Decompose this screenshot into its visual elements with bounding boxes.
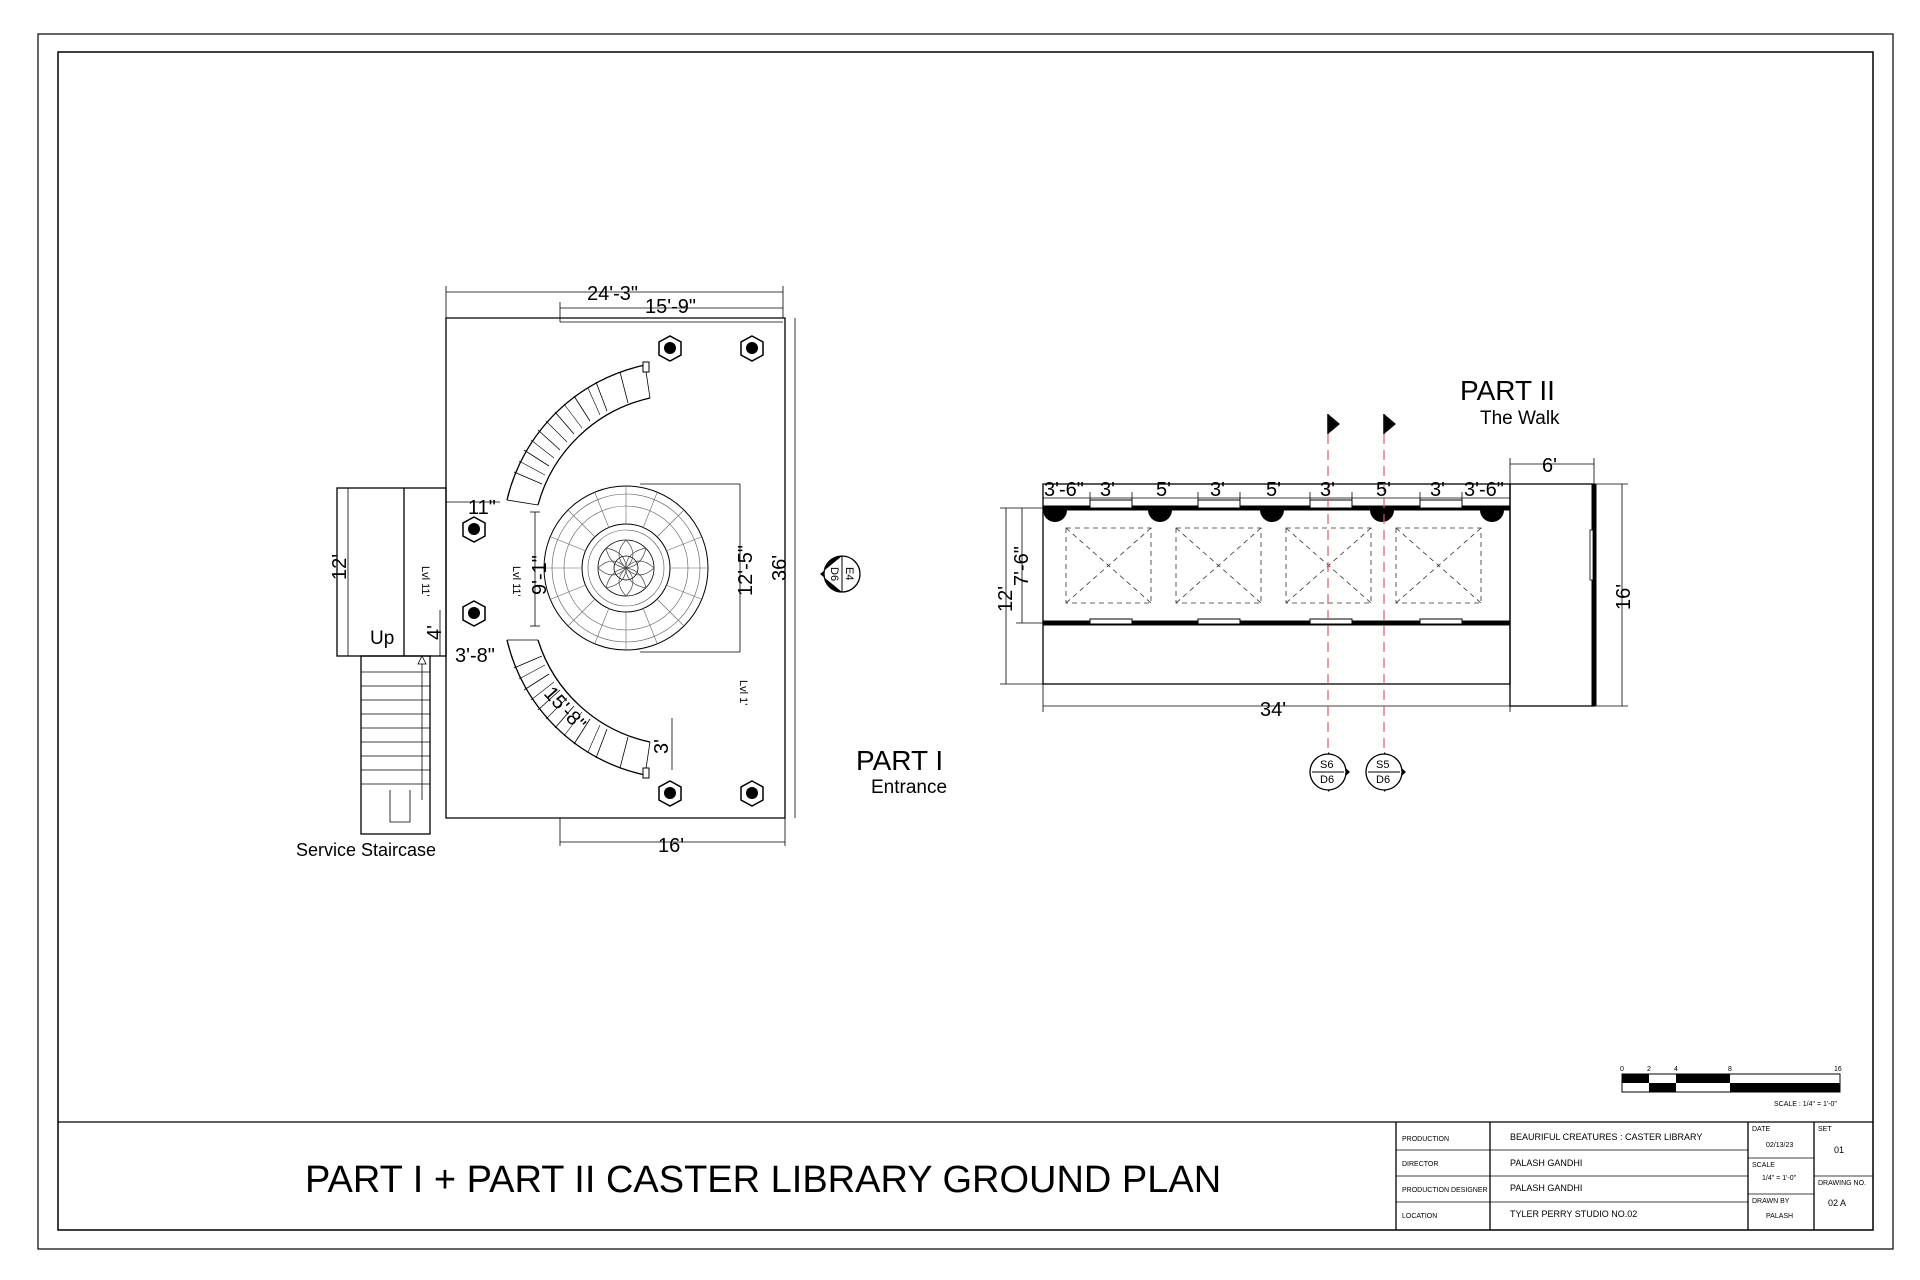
section-marker-label: S6: [1320, 759, 1333, 771]
p2-top-segment: 3': [1320, 479, 1335, 501]
column: [740, 780, 764, 807]
tb-designer-label: PRODUCTION DESIGNER: [1402, 1187, 1488, 1194]
rotunda: [543, 483, 741, 653]
p2-dim-side-outer: 12': [995, 586, 1017, 612]
p1-level-label: Lvl 11': [510, 566, 522, 597]
scale-bar: [1621, 1073, 1841, 1093]
section-marker-label: D6: [1320, 774, 1334, 786]
p1-level-label: Lvl 11': [419, 566, 431, 597]
tb-location: TYLER PERRY STUDIO NO.02: [1510, 1209, 1637, 1219]
p2-dim-bottom: 34': [1260, 699, 1286, 721]
p1-up-label: Up: [370, 628, 394, 649]
p1-dim-stair-gap: 4': [424, 625, 446, 640]
scale-tick: 16: [1834, 1066, 1842, 1073]
p1-dim-stair-offset: 3'-8": [455, 645, 495, 667]
p1-level-label: Lvl 1': [737, 680, 749, 705]
outer-border: [37, 33, 1894, 1250]
p2-top-segment: 3': [1100, 479, 1115, 501]
section-marker-s6: [1309, 752, 1350, 792]
service-staircase: [336, 487, 447, 835]
section-marker-s5: [1365, 752, 1406, 792]
tb-director: PALASH GANDHI: [1510, 1158, 1582, 1168]
p1-dim-opening: 9'-1": [529, 555, 551, 595]
p2-heading: PART II: [1460, 375, 1555, 406]
scale-tick: 0: [1620, 1066, 1624, 1073]
section-marker-e4: [820, 555, 861, 593]
tb-director-label: DIRECTOR: [1402, 1161, 1438, 1168]
p1-dim-top-total: 24'-3": [587, 283, 638, 305]
p2-dim-side-inner: 7'-6": [1011, 546, 1033, 586]
tb-production-label: PRODUCTION: [1402, 1136, 1449, 1143]
scale-tick: 8: [1728, 1066, 1732, 1073]
inner-border: [57, 51, 1874, 1231]
tb-drawn-by-label: DRAWN BY: [1752, 1198, 1790, 1205]
grand-staircase-bottom: [506, 639, 651, 779]
section-marker-label: S5: [1376, 759, 1389, 771]
p1-dim-top-inner: 15'-9": [645, 296, 696, 318]
tb-set: 01: [1834, 1145, 1844, 1155]
column: [658, 780, 682, 807]
p1-dim-stair-height: 12': [329, 554, 351, 580]
section-marker-label: D6: [1376, 774, 1390, 786]
scale-label: SCALE : 1/4" = 1'-0": [1774, 1101, 1837, 1108]
p1-dim-right-height: 36': [769, 555, 791, 581]
part1-plan: [336, 286, 861, 846]
p2-top-segment: 3': [1210, 479, 1225, 501]
tb-drawing-no: 02 A: [1828, 1198, 1846, 1208]
p1-service-staircase-label: Service Staircase: [296, 840, 436, 860]
p2-top-segment: 5': [1376, 479, 1391, 501]
p1-dim-landing: 11": [468, 497, 496, 519]
tb-drawn-by: PALASH: [1766, 1213, 1793, 1220]
tb-designer: PALASH GANDHI: [1510, 1183, 1582, 1193]
p1-dim-bottom: 16': [658, 835, 684, 857]
tb-set-label: SET: [1818, 1126, 1832, 1133]
p2-top-segment: 3'-6": [1464, 479, 1504, 501]
column: [740, 335, 764, 362]
grand-staircase-top: [506, 361, 651, 506]
tb-production: BEAURIFUL CREATURES : CASTER LIBRARY: [1510, 1132, 1702, 1142]
tb-location-label: LOCATION: [1402, 1213, 1437, 1220]
column: [658, 335, 682, 362]
section-marker-label: D6: [828, 567, 840, 581]
tb-date: 02/13/23: [1766, 1142, 1793, 1149]
p2-top-segment: 3': [1430, 479, 1445, 501]
p1-subheading: Entrance: [871, 777, 947, 798]
section-marker-label: E4: [843, 567, 855, 580]
p1-dim-rotunda: 12'-5": [735, 545, 757, 596]
tb-scale: 1/4" = 1'-0": [1762, 1175, 1797, 1182]
p2-subheading: The Walk: [1480, 408, 1560, 429]
p1-heading: PART I: [856, 745, 943, 776]
column: [462, 600, 486, 627]
part2-plan: [1000, 414, 1628, 792]
column: [462, 516, 486, 543]
scale-tick: 4: [1674, 1066, 1678, 1073]
title-block: [58, 1121, 1873, 1230]
p2-dim-end-width: 6': [1542, 455, 1557, 477]
tb-drawing-no-label: DRAWING NO.: [1818, 1180, 1866, 1187]
ceiling-panel: [1065, 527, 1482, 604]
scale-tick: 2: [1647, 1066, 1651, 1073]
p1-dim-step: 3': [651, 739, 673, 754]
p2-top-segment: 5': [1156, 479, 1171, 501]
p2-dim-end-height: 16': [1613, 584, 1635, 610]
tb-scale-label: SCALE: [1752, 1162, 1775, 1169]
p2-top-segment: 3'-6": [1044, 479, 1084, 501]
p2-top-segment: 5': [1266, 479, 1281, 501]
tb-date-label: DATE: [1752, 1126, 1770, 1133]
drawing-title: PART I + PART II CASTER LIBRARY GROUND P…: [305, 1159, 1221, 1201]
